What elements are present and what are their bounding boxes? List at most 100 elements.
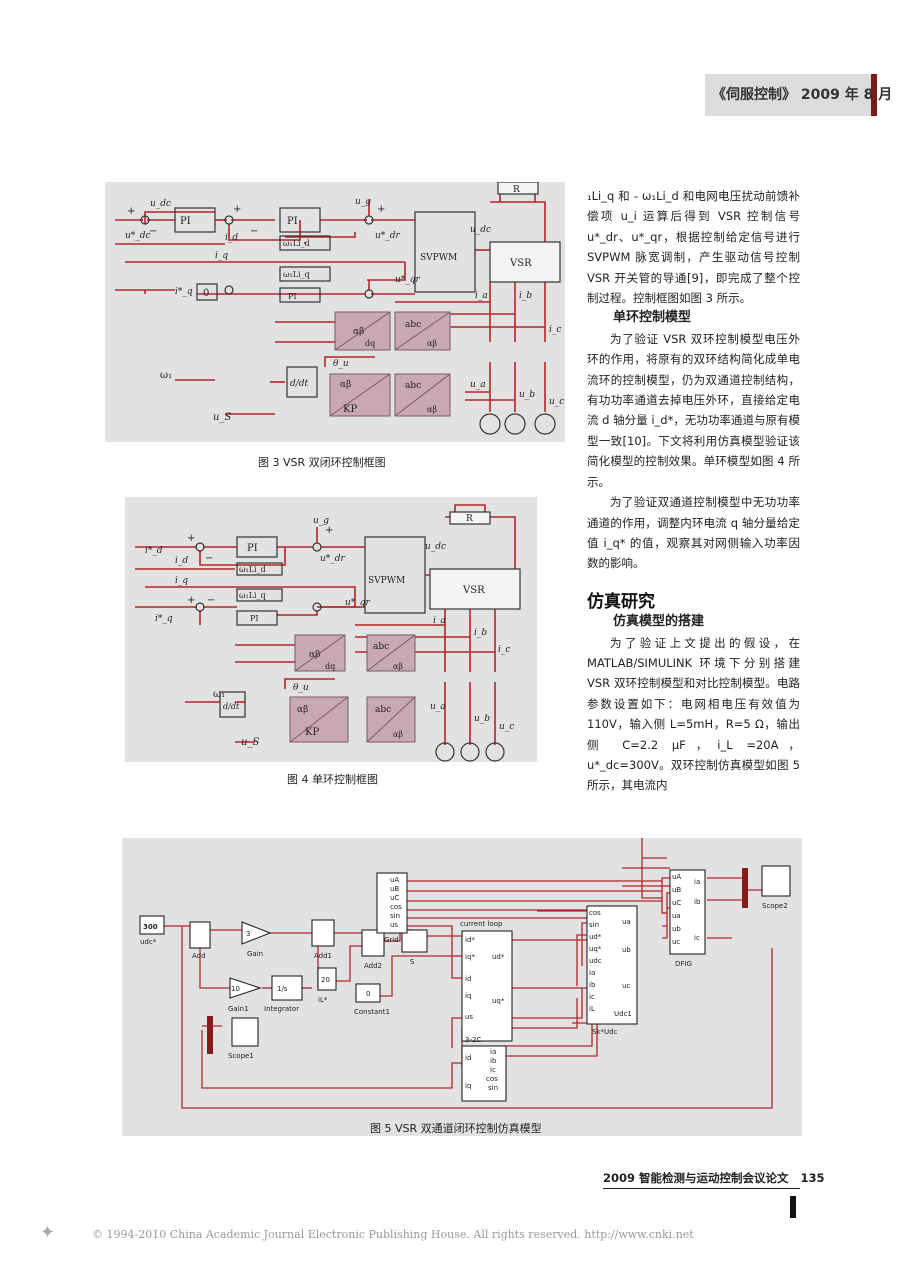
label-udc-2: u_dc [470, 225, 491, 235]
label-dq: dq [365, 339, 375, 348]
label-ddt: d/dt [290, 379, 309, 389]
label-dfig: DFIG [675, 960, 692, 968]
label-scope1: Scope1 [228, 1052, 254, 1060]
integrator-block [271, 975, 303, 1001]
footer-bar [790, 1196, 796, 1218]
scope1-block [231, 1017, 259, 1047]
sign-plus-3: + [377, 204, 385, 215]
cl-port-ud-star: ud* [492, 953, 505, 961]
label-vsr: VSR [509, 258, 532, 269]
label-ib: i_b [474, 628, 487, 638]
sign-plus-1: + [127, 206, 135, 217]
grid-port-sin: sin [390, 912, 400, 920]
label-svpwm: SVPWM [420, 253, 457, 263]
label-wliq: ω₁Li_q [283, 270, 310, 279]
label-gain: Gain [247, 950, 263, 958]
label-id: i_d [225, 233, 238, 243]
dfig-port-ub-up: uB [672, 886, 681, 894]
label-ia: i_a [433, 616, 446, 626]
pi-block-1 [174, 207, 216, 233]
pi-block-2 [279, 207, 321, 233]
label-udc: u_dc [425, 542, 446, 552]
const-300 [139, 915, 165, 935]
journal-header [705, 74, 875, 116]
t32-port-cos: cos [486, 1075, 498, 1083]
label-ab-4: αβ [427, 405, 437, 414]
sign-minus-2: − [250, 226, 258, 237]
sign-plus-1: + [187, 533, 195, 544]
current-loop-block [461, 930, 513, 1042]
label-s: S [410, 958, 415, 966]
mux-2 [742, 868, 748, 908]
t32-port-iq: iq [465, 1082, 471, 1090]
figure-3-caption: 图 3 VSR 双闭环控制框图 [258, 456, 386, 469]
label-ab-1: αβ [353, 327, 364, 337]
pi-block-3 [279, 287, 321, 303]
label-ddt: d/dt [223, 702, 240, 711]
label-zero: 0 [203, 288, 209, 299]
paragraph-2: 为了验证 VSR 双环控制模型电压外环的作用，将原有的双环结构简化成单电流环的控… [587, 331, 800, 489]
label-theta: θ_u [293, 683, 309, 693]
label-id-ref: i*_d [145, 546, 163, 556]
dfig-port-ic: ic [694, 934, 700, 942]
sk-port-ud: ud* [589, 933, 602, 941]
label-ub: u_b [474, 714, 490, 724]
label-udr: u*_dr [375, 231, 401, 241]
paragraph-3: 为了验证双通道控制模型中无功功率通道的作用，调整内环电流 q 轴分量给定值 i_… [587, 495, 800, 571]
svpwm-block [414, 211, 476, 293]
const-20 [317, 967, 337, 991]
label-us: u_S [241, 737, 259, 748]
svpwm-block [364, 536, 426, 614]
label-pi3: PI [288, 292, 297, 301]
label-r: R [513, 185, 520, 195]
sk-port-uq: uq* [589, 945, 602, 953]
sign-plus-3: + [187, 595, 195, 606]
cl-port-uq-star: uq* [492, 997, 505, 1005]
sign-minus-1: − [205, 553, 213, 564]
cl-port-iq: iq [465, 992, 471, 1000]
label-udc: u_dc [150, 199, 171, 209]
sk-port-udc1: Udc1 [614, 1010, 632, 1018]
sk-port-cos: cos [589, 909, 601, 917]
label-t32: 3-2C [465, 1036, 481, 1044]
label-omega: ω₁ [160, 370, 172, 381]
label-ic: i_c [498, 645, 510, 655]
label-add2: Add2 [364, 962, 382, 970]
label-ic: i_c [549, 325, 561, 335]
label-ab-1: αβ [309, 650, 320, 660]
sign-plus-2: + [233, 204, 241, 215]
label-il-star: iL* [318, 996, 328, 1004]
vsr-block [429, 568, 521, 610]
dfig-port-uc-up: uC [672, 899, 681, 907]
dfig-port-ib: ib [694, 898, 701, 906]
dfig-port-ua-up: uA [672, 873, 681, 881]
label-udc-ref: u*_dc [125, 231, 151, 241]
const-0 [355, 983, 381, 1003]
gain1-block [229, 977, 262, 999]
label-iq: i_q [215, 251, 228, 261]
label-id: i_d [175, 556, 188, 566]
label-wliq: ω₁Li_q [239, 591, 266, 600]
label-ua: u_a [430, 702, 446, 712]
add2-block [361, 929, 385, 957]
paragraph-4: 为了验证上文提出的假设，在 MATLAB/SIMULINK 环境下分别搭建 VS… [587, 635, 800, 793]
sk-port-ib: ib [589, 981, 596, 989]
figure-3: PI PI PI 0 ω₁Li_d ω₁Li_q SVPWM VSR R u_d… [105, 182, 565, 442]
heading-simulation: 仿真研究 [587, 591, 655, 612]
heading-model-build: 仿真模型的搭建 [613, 614, 705, 630]
label-uqr: u*_qr [395, 275, 421, 285]
footer-conference: 2009 智能检测与运动控制会议论文 [603, 1171, 789, 1185]
label-const0: 0 [366, 990, 370, 998]
sign-minus-1: − [149, 226, 157, 237]
grid-port-cos: cos [390, 903, 402, 911]
cl-port-iq-star: iq* [465, 953, 475, 961]
label-kp: KP [343, 404, 357, 415]
dfig-block [669, 869, 706, 955]
label-udr: u*_dr [320, 554, 346, 564]
label-const20: 20 [321, 976, 330, 984]
label-const300: 300 [143, 923, 158, 931]
t32-port-ib: ib [490, 1057, 497, 1065]
label-add1: Add1 [314, 952, 332, 960]
header-accent-bar [871, 74, 877, 116]
label-pi2: PI [250, 614, 259, 623]
